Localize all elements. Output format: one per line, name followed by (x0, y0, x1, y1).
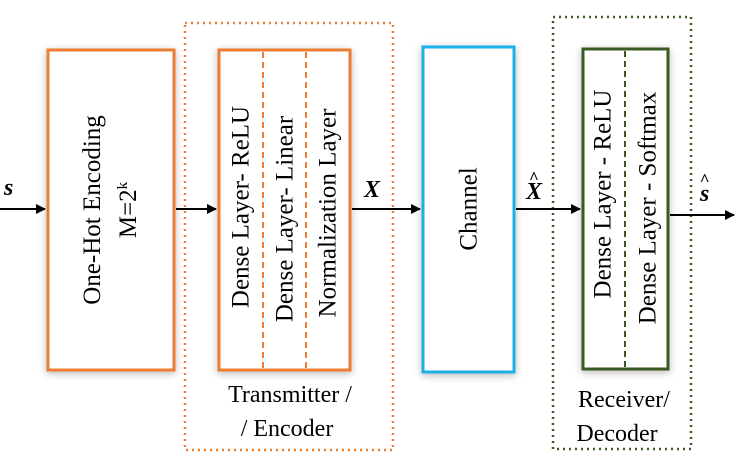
transmitter-caption: Transmitter / / Encoder (200, 378, 380, 446)
onehot-block (46, 48, 176, 372)
onehot-line2: M=2k (108, 115, 144, 305)
receiver-caption: Receiver/ Decoder (556, 383, 686, 451)
symbol-input-s: s (4, 175, 14, 201)
tx-layer-dense-linear: Dense Layer- Linear (271, 115, 299, 323)
channel-block (421, 45, 516, 374)
tx-layer-normalization: Normalization Layer (314, 108, 342, 318)
symbol-channel-output-xhat: X (526, 180, 542, 204)
transmitter-group-border (183, 21, 395, 452)
onehot-m-base: M=2 (115, 189, 143, 239)
transmitter-caption-line2: / Encoder (240, 416, 334, 442)
transmitter-caption-line1: Transmitter / (228, 382, 352, 408)
shat-letter: s (700, 182, 709, 206)
rx-layer-dense-softmax: Dense Layer - Softmax (634, 91, 662, 325)
symbol-tx-output-x: X (364, 177, 381, 203)
tx-layer-dense-relu: Dense Layer- ReLU (227, 105, 255, 309)
onehot-exponent: k (114, 181, 131, 190)
transmitter-block (217, 48, 352, 372)
receiver-group-border (551, 15, 693, 451)
channel-label: Channel (455, 167, 483, 251)
onehot-line1: One-Hot Encoding (78, 115, 106, 305)
symbol-output-shat: s (700, 182, 709, 206)
rx-layer-dense-relu: Dense Layer - ReLU (589, 89, 617, 299)
xhat-letter: X (526, 180, 542, 204)
receiver-caption-line2: Decoder (576, 421, 658, 447)
onehot-label: One-Hot Encoding M=2k (78, 115, 144, 305)
receiver-caption-line1: Receiver/ (578, 387, 670, 413)
